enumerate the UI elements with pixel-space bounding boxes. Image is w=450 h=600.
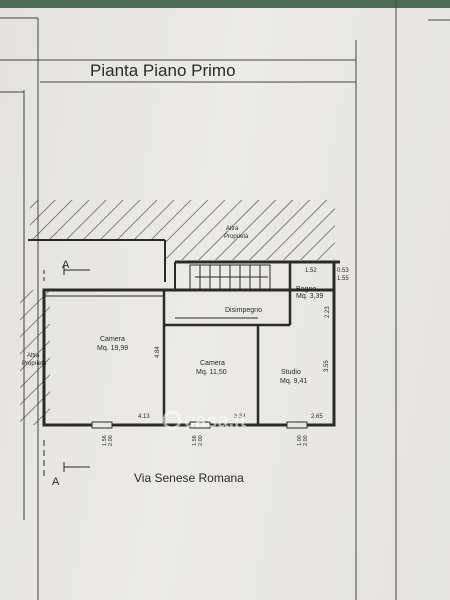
- dim-d4: 2.65: [311, 414, 323, 420]
- dim-w4: 2.00: [198, 435, 204, 446]
- room-3-area: Mq. 9,41: [280, 378, 307, 385]
- dim-w2: 2.00: [108, 435, 114, 446]
- dim-d8: 0.53: [337, 268, 349, 274]
- dim-d9: 1.55: [337, 276, 349, 282]
- section-marker-bottom: A: [52, 476, 60, 488]
- dim-d7: 2.23: [325, 306, 331, 318]
- walls: [28, 239, 340, 427]
- paper-sheet: [0, 8, 450, 600]
- openings: [91, 421, 308, 429]
- room-1-area: Mq. 19,99: [97, 345, 128, 352]
- dim-w1: 1.56: [102, 435, 108, 446]
- dim-d1: 4.84: [155, 346, 161, 358]
- neighbor-top-line2: Proprietà: [224, 234, 249, 240]
- section-line: [43, 265, 90, 480]
- dim-d5: 3.55: [324, 360, 330, 372]
- room-2-name: Camera: [200, 360, 225, 367]
- room-4-name: Bagno: [296, 286, 316, 293]
- staircase: [189, 264, 271, 291]
- neighbor-left-line1: Altra: [27, 353, 40, 359]
- dim-w3: 1.56: [192, 435, 198, 446]
- watermark-logo: casa.it: [162, 410, 247, 432]
- room-4-area: Mq. 3,39: [296, 293, 323, 300]
- neighbor-left-line2: Proprietà: [22, 361, 47, 367]
- plan-title: Pianta Piano Primo: [90, 61, 236, 80]
- room-1-name: Camera: [100, 336, 125, 343]
- room-2-area: Mq. 11,50: [196, 369, 227, 376]
- dim-d2: 4.13: [138, 414, 150, 420]
- watermark-text: casa.it: [184, 410, 247, 432]
- dim-w6: 2.00: [303, 435, 309, 446]
- section-marker-top: A: [62, 259, 70, 271]
- dim-w5: 1.00: [297, 435, 303, 446]
- neighbor-top-line1: Altra: [226, 226, 239, 232]
- street-name: Via Senese Romana: [134, 471, 244, 485]
- room-5-name: Disimpegno: [225, 307, 262, 314]
- dim-d3: 3.34: [234, 414, 246, 420]
- dim-d6: 1.52: [305, 268, 317, 274]
- room-3-name: Studio: [281, 369, 301, 376]
- neighbor-hatch: [20, 200, 335, 425]
